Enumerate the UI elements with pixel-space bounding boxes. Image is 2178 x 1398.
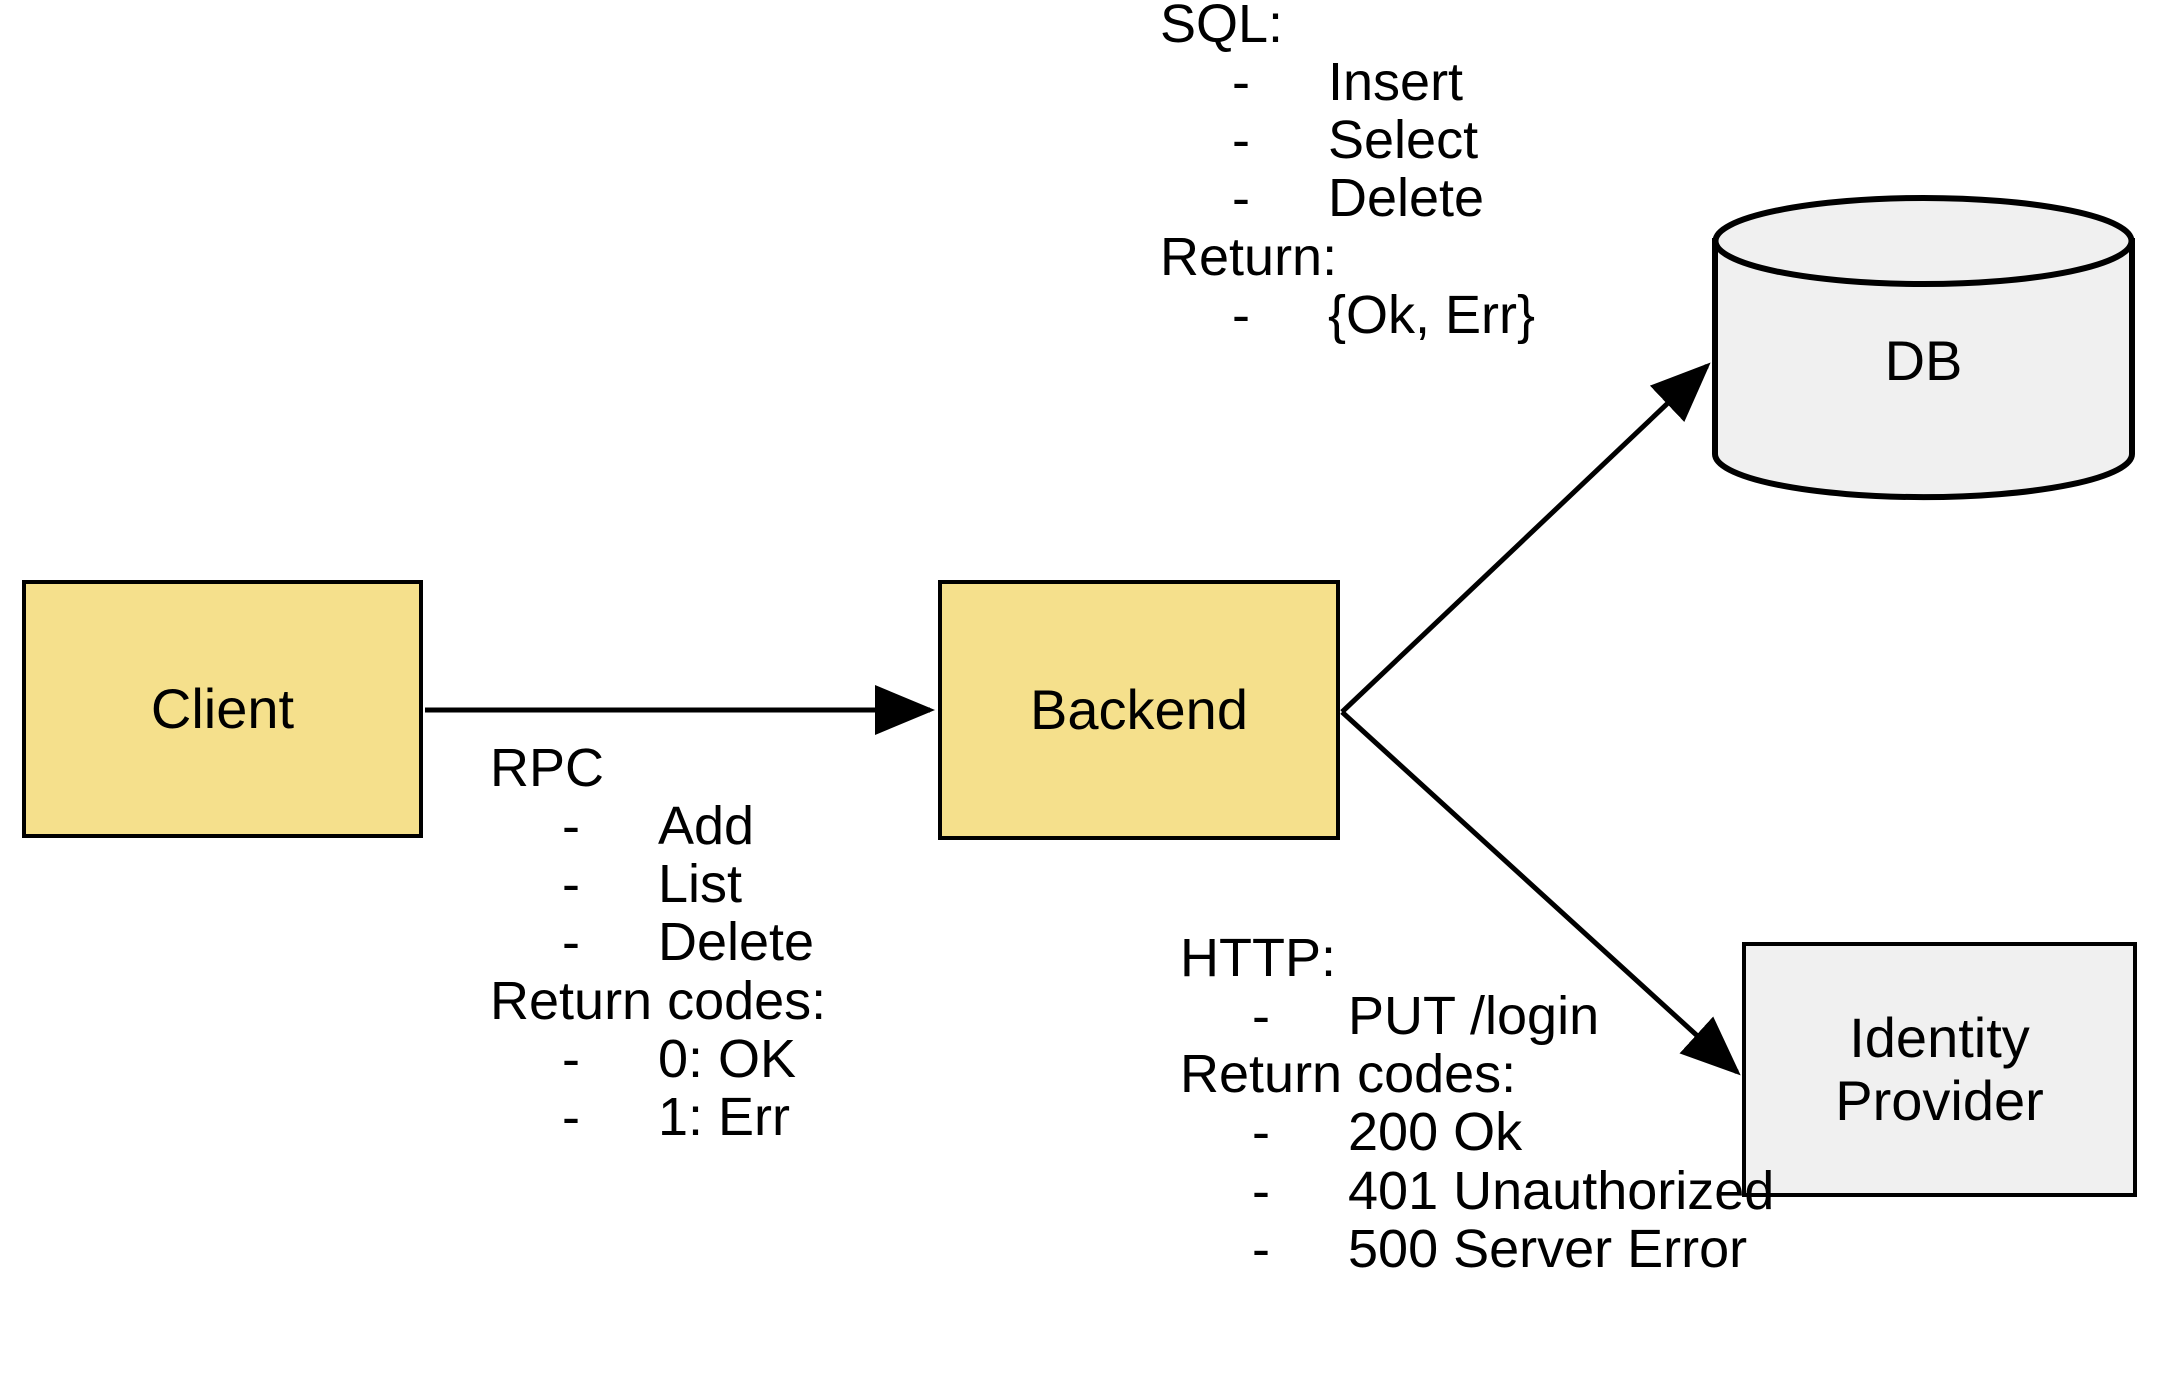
annotation-rpc-return-item: - 1: Err: [490, 1089, 826, 1145]
bullet-dash: -: [1232, 284, 1250, 345]
bullet-text: 1: Err: [658, 1086, 791, 1147]
bullet-text: Select: [1328, 110, 1479, 171]
annotation-http-return-item: - 401 Unauthorized: [1180, 1160, 1775, 1221]
annotation-http-heading: HTTP:: [1180, 928, 1336, 988]
bullet-text: Delete: [1328, 168, 1485, 229]
annotation-rpc-heading: RPC: [490, 738, 605, 798]
annotation-sql-heading: SQL:: [1160, 0, 1284, 54]
annotation-http: HTTP: -PUT /login Return codes: -200 Ok …: [1180, 930, 1774, 1279]
bullet-dash: -: [1252, 986, 1270, 1047]
bullet-dash: -: [1252, 1160, 1270, 1221]
bullet-text: 401 Unauthorized: [1348, 1160, 1775, 1221]
annotation-sql-item: - Insert: [1160, 54, 1535, 110]
annotation-sql-return-item: - {Ok, Err}: [1160, 287, 1535, 343]
annotation-sql-item: - Delete: [1160, 170, 1535, 226]
node-db-label: DB: [1884, 329, 1963, 392]
annotation-sql: SQL: - Insert - Select - Delete Return: - {O…: [1160, 0, 1535, 345]
bullet-text: {Ok, Err}: [1328, 284, 1536, 345]
edge-backend-to-db: [1340, 362, 1711, 714]
node-backend-label: Backend: [1030, 677, 1248, 741]
node-backend[interactable]: Backend: [938, 580, 1340, 840]
annotation-http-subheading: Return codes:: [1180, 1044, 1517, 1105]
bullet-dash: -: [1252, 1102, 1270, 1163]
bullet-text: Add: [658, 796, 755, 857]
node-identity-provider[interactable]: Identity Provider: [1742, 942, 2137, 1197]
annotation-sql-subheading: Return:: [1160, 226, 1338, 287]
annotation-rpc-item: - Add: [490, 798, 826, 854]
bullet-text: List: [658, 854, 743, 915]
annotation-http-return-item: - 200 Ok: [1180, 1104, 1774, 1160]
node-db[interactable]: DB: [1712, 195, 2135, 501]
bullet-dash: -: [1232, 110, 1250, 171]
node-client-label: Client: [150, 676, 295, 740]
annotation-rpc-subheading: Return codes:: [490, 970, 827, 1031]
bullet-text: Delete: [658, 912, 815, 973]
bullet-text: 500 Server Error: [1348, 1218, 1748, 1279]
annotation-http-return-item: - 500 Server Error: [1180, 1221, 1774, 1277]
bullet-text: 0: OK: [658, 1028, 797, 1089]
annotation-rpc-item: - Delete: [490, 914, 826, 970]
annotation-rpc: RPC - Add - List - Delete Return codes: - 0:…: [490, 740, 826, 1147]
bullet-dash: -: [1232, 168, 1250, 229]
bullet-text: Insert: [1328, 52, 1464, 113]
database-cylinder-icon: [1712, 195, 2135, 501]
bullet-dash: -: [1252, 1218, 1270, 1279]
node-identity-provider-label: Identity Provider: [1835, 1005, 2044, 1132]
bullet-dash: -: [562, 912, 580, 973]
bullet-dash: -: [562, 854, 580, 915]
annotation-rpc-return-item: - 0: OK: [490, 1031, 826, 1087]
bullet-dash: -: [1232, 52, 1250, 113]
annotation-rpc-item: - List: [490, 856, 826, 912]
bullet-dash: -: [562, 1086, 580, 1147]
annotation-sql-item: - Select: [1160, 112, 1535, 168]
bullet-text: PUT /login: [1348, 986, 1600, 1047]
node-client[interactable]: Client: [22, 580, 423, 838]
bullet-dash: -: [562, 796, 580, 857]
bullet-dash: -: [562, 1028, 580, 1089]
bullet-text: 200 Ok: [1348, 1102, 1523, 1163]
annotation-http-item: - PUT /login: [1180, 988, 1774, 1044]
